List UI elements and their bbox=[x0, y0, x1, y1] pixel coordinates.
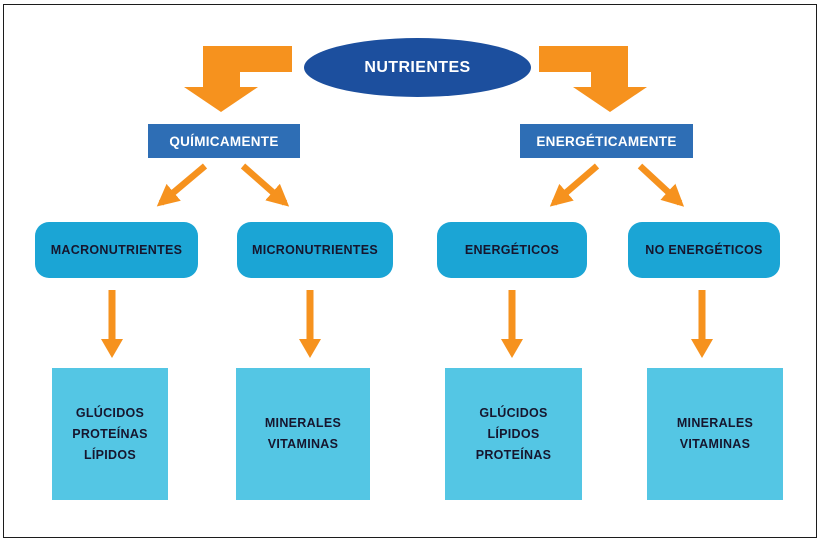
diagonal-arrow-icon bbox=[156, 163, 208, 207]
leaf-micronutrientes-list: MINERALES VITAMINAS bbox=[236, 368, 370, 500]
node-micronutrientes-label: MICRONUTRIENTES bbox=[251, 243, 379, 257]
leaf-line: LÍPIDOS bbox=[487, 426, 540, 441]
node-quimicamente: QUÍMICAMENTE bbox=[148, 124, 300, 158]
node-energeticos-label: ENERGÉTICOS bbox=[464, 243, 560, 257]
leaf-energeticos-list: GLÚCIDOS LÍPIDOS PROTEÍNAS bbox=[445, 368, 582, 500]
down-arrow-icon bbox=[691, 290, 713, 358]
down-arrow-icon bbox=[101, 290, 123, 358]
node-no-energeticos-label: NO ENERGÉTICOS bbox=[645, 243, 763, 257]
node-macronutrientes: MACRONUTRIENTES bbox=[35, 222, 198, 278]
leaf-line: GLÚCIDOS bbox=[479, 405, 548, 420]
leaf-macronutrientes-list: GLÚCIDOS PROTEÍNAS LÍPIDOS bbox=[52, 368, 168, 500]
bent-arrow-right-icon bbox=[539, 46, 647, 112]
leaf-line: GLÚCIDOS bbox=[75, 405, 145, 420]
down-arrow-icon bbox=[501, 290, 523, 358]
node-energeticamente-label: ENERGÉTICAMENTE bbox=[536, 133, 677, 149]
bent-arrow-left-icon bbox=[184, 46, 292, 112]
node-quimicamente-label: QUÍMICAMENTE bbox=[169, 133, 279, 149]
node-nutrientes-label: NUTRIENTES bbox=[364, 58, 471, 76]
diagonal-arrow-icon bbox=[549, 163, 600, 207]
node-macronutrientes-label: MACRONUTRIENTES bbox=[50, 243, 183, 257]
leaf-no-energeticos-list: MINERALES VITAMINAS bbox=[647, 368, 783, 500]
leaf-line: VITAMINAS bbox=[679, 437, 751, 451]
diagonal-arrow-icon bbox=[637, 163, 685, 207]
leaf-line: LÍPIDOS bbox=[83, 447, 137, 462]
leaf-line: PROTEÍNAS bbox=[72, 426, 148, 441]
node-nutrientes: NUTRIENTES bbox=[304, 38, 531, 97]
leaf-line: VITAMINAS bbox=[267, 437, 339, 451]
down-arrow-icon bbox=[299, 290, 321, 358]
node-no-energeticos: NO ENERGÉTICOS bbox=[628, 222, 780, 278]
node-energeticos: ENERGÉTICOS bbox=[437, 222, 587, 278]
leaf-line: MINERALES bbox=[264, 416, 342, 430]
node-energeticamente: ENERGÉTICAMENTE bbox=[520, 124, 693, 158]
node-micronutrientes: MICRONUTRIENTES bbox=[237, 222, 393, 278]
leaf-line: PROTEÍNAS bbox=[475, 447, 552, 462]
diagonal-arrow-icon bbox=[240, 163, 290, 207]
leaf-line: MINERALES bbox=[676, 416, 754, 430]
